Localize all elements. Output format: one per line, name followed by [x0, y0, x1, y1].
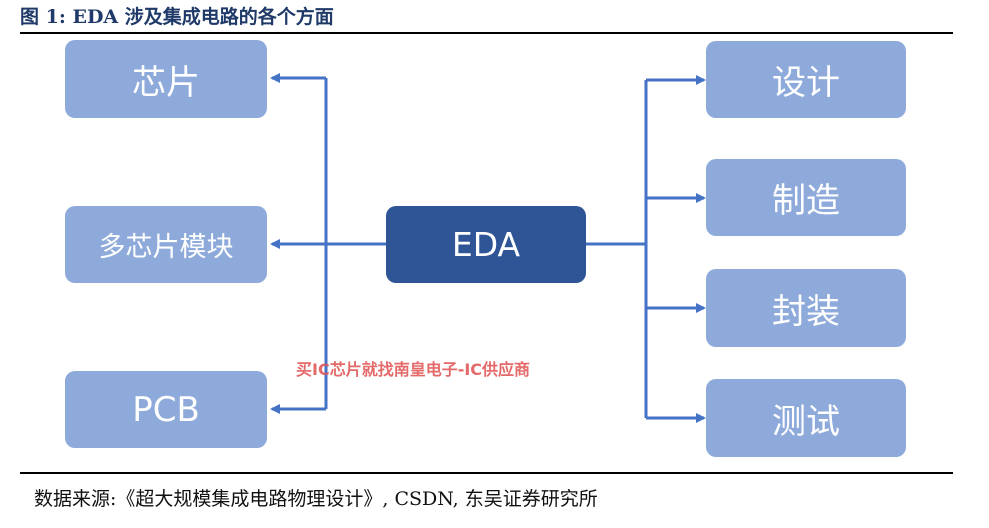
watermark-text: 买IC芯片就找南皇电子-IC供应商 [296, 360, 531, 379]
top-rule [20, 32, 953, 34]
node-test: 测试 [706, 379, 906, 457]
node-eda: EDA [386, 206, 586, 283]
node-pcb: PCB [65, 371, 267, 448]
source-note: 数据来源:《超大规模集成电路物理设计》, CSDN, 东吴证券研究所 [34, 488, 598, 510]
node-manufacture: 制造 [706, 159, 906, 236]
node-design: 设计 [706, 41, 906, 118]
node-multi-chip-module: 多芯片模块 [65, 206, 267, 283]
node-chip: 芯片 [65, 40, 267, 118]
bottom-rule [20, 472, 953, 474]
node-package: 封装 [706, 269, 906, 347]
figure-title: 图 1: EDA 涉及集成电路的各个方面 [20, 6, 334, 28]
